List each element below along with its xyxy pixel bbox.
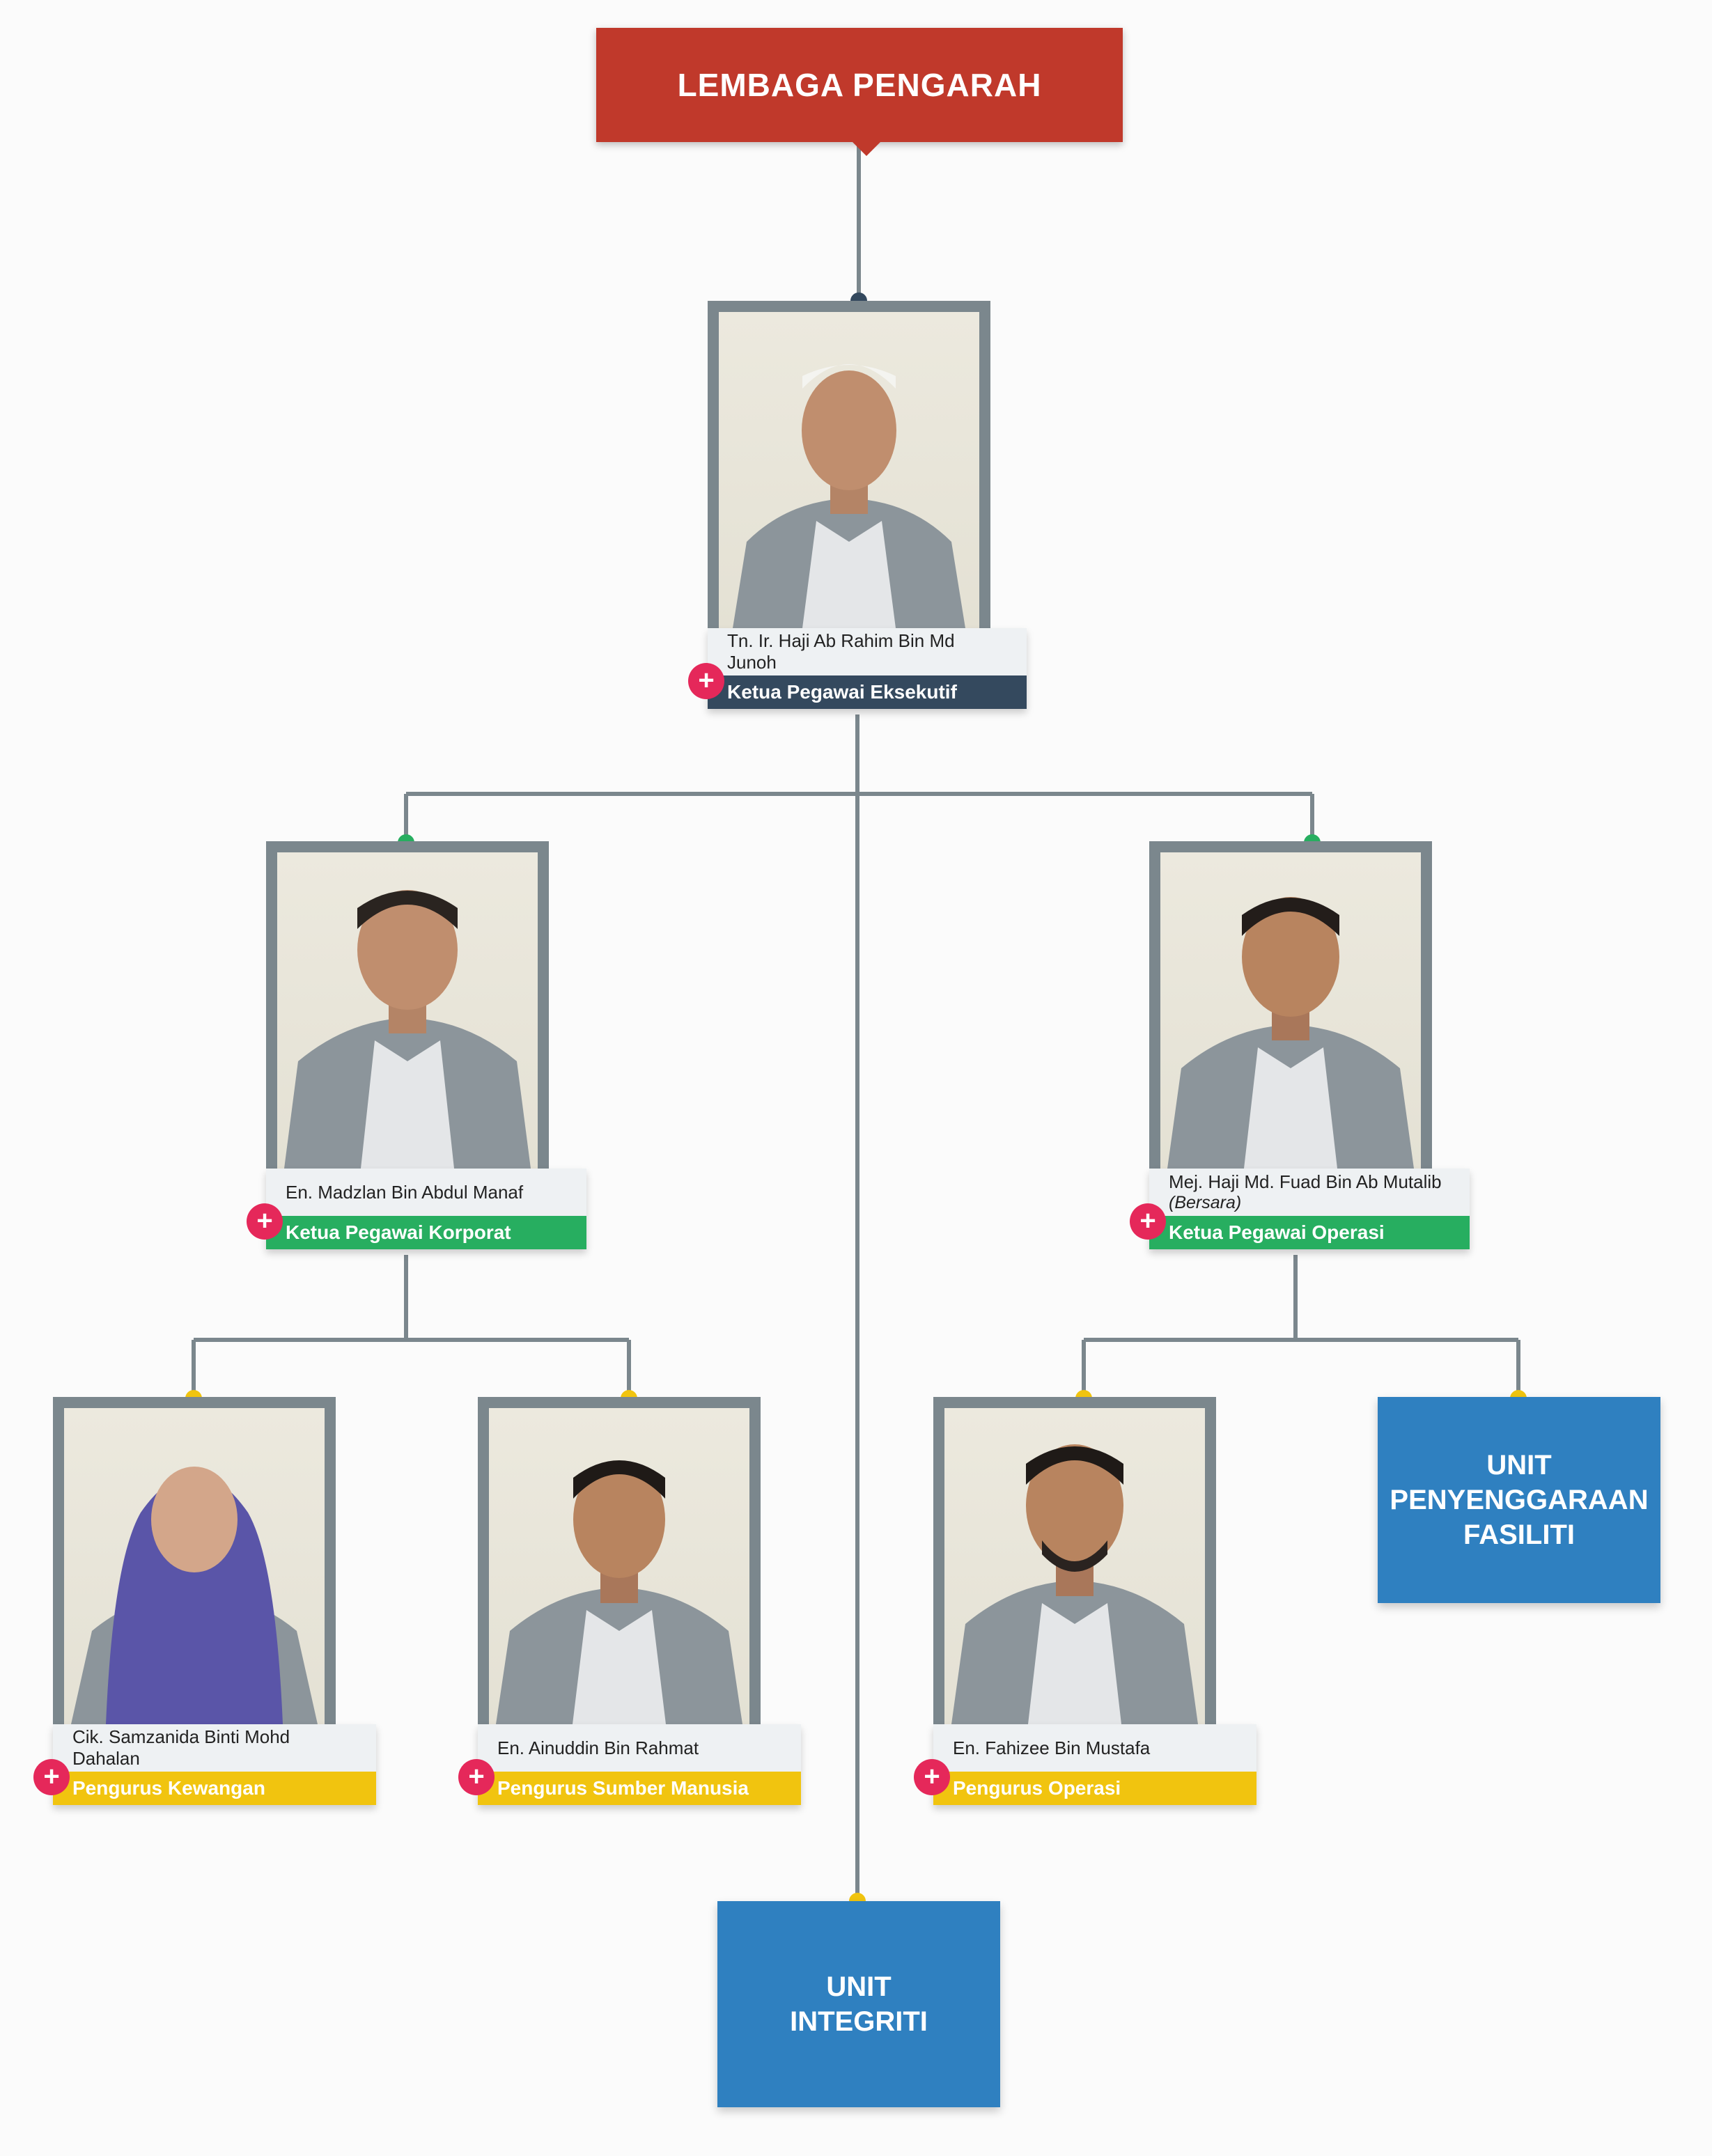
board-of-directors-box[interactable]: LEMBAGA PENGARAH bbox=[596, 28, 1123, 142]
operations-expand-button[interactable]: + bbox=[1130, 1203, 1166, 1240]
operations-name-block: Mej. Haji Md. Fuad Bin Ab Mutalib (Bersa… bbox=[1149, 1169, 1470, 1216]
finance-photo bbox=[64, 1408, 325, 1724]
integrity-unit-box[interactable]: UNIT INTEGRITI bbox=[717, 1901, 1000, 2107]
person-silhouette-icon bbox=[71, 1467, 318, 1724]
facility-unit-line3: FASILITI bbox=[1463, 1520, 1575, 1550]
hr-name: En. Ainuddin Bin Rahmat bbox=[478, 1724, 801, 1772]
facility-unit-box[interactable]: UNIT PENYENGGARAAN FASILITI bbox=[1378, 1397, 1660, 1603]
corporate-card: En. Madzlan Bin Abdul Manaf Ketua Pegawa… bbox=[266, 1169, 586, 1249]
operations-name: Mej. Haji Md. Fuad Bin Ab Mutalib bbox=[1169, 1171, 1442, 1192]
operations-photo-frame[interactable] bbox=[1149, 841, 1432, 1169]
hr-expand-button[interactable]: + bbox=[458, 1759, 495, 1795]
facility-unit-line1: UNIT bbox=[1486, 1450, 1552, 1481]
facility-unit-line2: PENYENGGARAAN bbox=[1390, 1485, 1649, 1515]
ops-manager-role: Pengurus Operasi bbox=[933, 1772, 1256, 1805]
board-pointer bbox=[851, 141, 882, 156]
person-silhouette-icon bbox=[1167, 897, 1414, 1169]
operations-card: Mej. Haji Md. Fuad Bin Ab Mutalib (Bersa… bbox=[1149, 1169, 1470, 1249]
ceo-photo-frame[interactable] bbox=[708, 301, 990, 628]
ceo-role: Ketua Pegawai Eksekutif bbox=[708, 675, 1027, 709]
ops-manager-name: En. Fahizee Bin Mustafa bbox=[933, 1724, 1256, 1772]
person-silhouette-icon bbox=[284, 890, 531, 1169]
person-silhouette-icon bbox=[496, 1460, 742, 1724]
corporate-expand-button[interactable]: + bbox=[247, 1203, 283, 1240]
finance-role: Pengurus Kewangan bbox=[53, 1772, 376, 1805]
ceo-photo bbox=[719, 312, 979, 628]
person-silhouette-icon bbox=[951, 1444, 1198, 1724]
operations-photo bbox=[1160, 852, 1421, 1169]
hr-photo bbox=[489, 1408, 749, 1724]
corporate-photo bbox=[277, 852, 538, 1169]
finance-expand-button[interactable]: + bbox=[33, 1759, 70, 1795]
corporate-photo-frame[interactable] bbox=[266, 841, 549, 1169]
hr-role: Pengurus Sumber Manusia bbox=[478, 1772, 801, 1805]
finance-card: Cik. Samzanida Binti Mohd Dahalan Pengur… bbox=[53, 1724, 376, 1805]
integrity-unit-line2: INTEGRITI bbox=[790, 2006, 928, 2037]
ceo-card: Tn. Ir. Haji Ab Rahim Bin Md Junoh Ketua… bbox=[708, 628, 1027, 709]
corporate-name: En. Madzlan Bin Abdul Manaf bbox=[266, 1169, 586, 1216]
operations-note: (Bersara) bbox=[1169, 1193, 1242, 1212]
board-title: LEMBAGA PENGARAH bbox=[677, 67, 1042, 103]
ops-manager-expand-button[interactable]: + bbox=[914, 1759, 950, 1795]
ceo-expand-button[interactable]: + bbox=[688, 663, 724, 699]
hr-card: En. Ainuddin Bin Rahmat Pengurus Sumber … bbox=[478, 1724, 801, 1805]
corporate-role: Ketua Pegawai Korporat bbox=[266, 1216, 586, 1249]
operations-role: Ketua Pegawai Operasi bbox=[1149, 1216, 1470, 1249]
ops-manager-photo bbox=[944, 1408, 1205, 1724]
person-silhouette-icon bbox=[733, 364, 965, 628]
finance-photo-frame[interactable] bbox=[53, 1397, 336, 1724]
ops-manager-photo-frame[interactable] bbox=[933, 1397, 1216, 1724]
ceo-name: Tn. Ir. Haji Ab Rahim Bin Md Junoh bbox=[708, 628, 1027, 675]
hr-photo-frame[interactable] bbox=[478, 1397, 761, 1724]
ops-manager-card: En. Fahizee Bin Mustafa Pengurus Operasi bbox=[933, 1724, 1256, 1805]
integrity-unit-line1: UNIT bbox=[826, 1971, 892, 2002]
finance-name: Cik. Samzanida Binti Mohd Dahalan bbox=[53, 1724, 376, 1772]
